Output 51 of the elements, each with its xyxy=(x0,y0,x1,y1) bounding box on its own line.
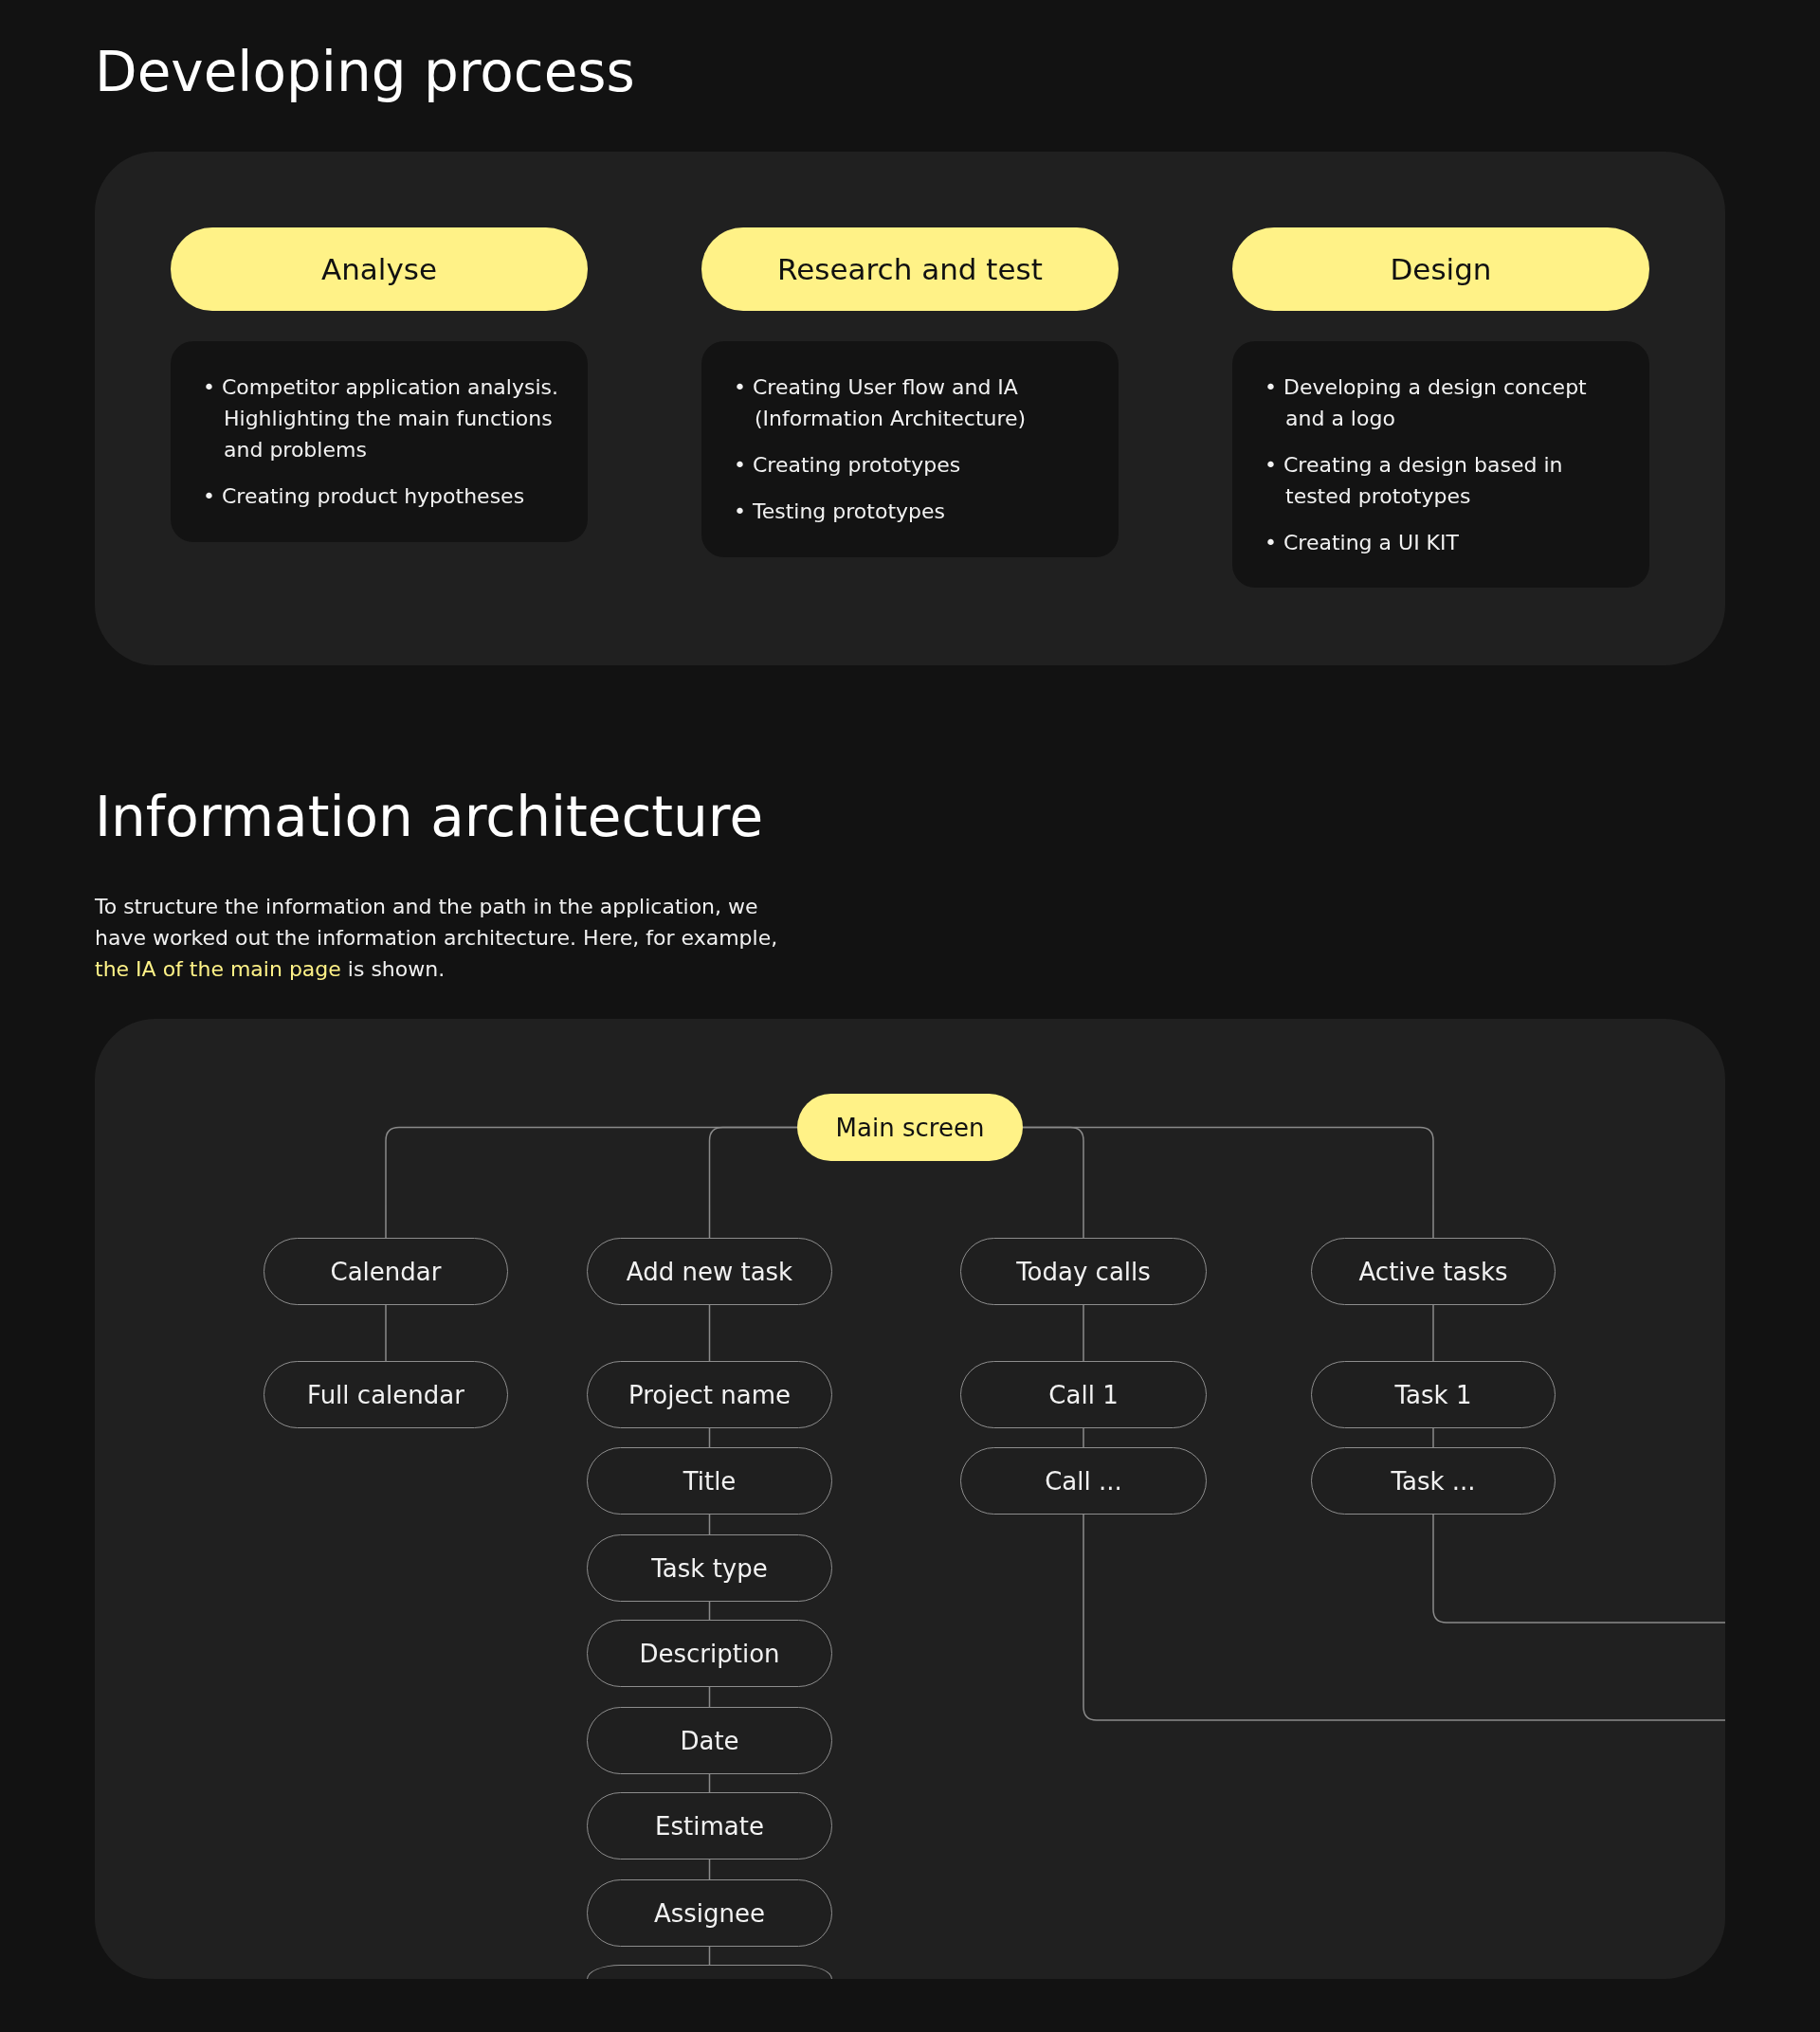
bullet-item: • Creating User flow and IA (Information Architecture) xyxy=(734,374,1028,432)
bullet-item: • Testing prototypes xyxy=(734,499,946,525)
bullet-item: • Developing a design concept and a logo xyxy=(1265,374,1588,432)
screen-pill: Add new task xyxy=(587,1238,832,1305)
screen-pill: Estimate xyxy=(587,1792,832,1860)
screen-pill: Assignee xyxy=(587,1879,832,1947)
stage-pill: Design xyxy=(1232,227,1649,311)
connector-line xyxy=(708,1427,711,1448)
screen-pill: Task 1 xyxy=(1311,1361,1556,1428)
connector-line xyxy=(708,1126,798,1239)
connector-line xyxy=(708,1304,711,1362)
bullet-item: • Competitor application analysis. Highlighting the main functions and problems xyxy=(203,374,559,463)
section-panel xyxy=(95,1019,1725,1979)
connector-line xyxy=(708,1601,711,1621)
intro-paragraph: To structure the information and the path in the application, we have worked out the information architecture. Here, for example, the IA of the main page is shown. xyxy=(95,894,779,983)
screen-pill: Project name xyxy=(587,1361,832,1428)
screen-pill: Active tasks xyxy=(1311,1238,1556,1305)
screen-pill: Call 1 xyxy=(960,1361,1207,1428)
section-heading: Information architecture xyxy=(95,785,764,849)
connector-line xyxy=(1083,1304,1084,1362)
connector-line xyxy=(385,1304,387,1362)
connector-line xyxy=(1432,1427,1434,1448)
bullet-item: • Creating product hypotheses xyxy=(203,483,526,510)
screen-pill: Task type xyxy=(587,1534,832,1602)
screen-pill: Date xyxy=(587,1707,832,1774)
bullet-item: • Creating a design based in tested prototypes xyxy=(1265,452,1564,510)
section-panel xyxy=(95,152,1725,665)
connector-line xyxy=(708,1514,711,1535)
bullet-item: • Creating a UI KIT xyxy=(1265,530,1460,556)
text-link: the IA of the main page xyxy=(95,957,341,981)
section-heading: Developing process xyxy=(95,40,635,104)
screen-pill: Today calls xyxy=(960,1238,1207,1305)
connector-line xyxy=(708,1686,711,1708)
connector-line xyxy=(708,1946,711,1966)
connector-line xyxy=(708,1773,711,1793)
screen-pill: Call ... xyxy=(960,1447,1207,1515)
connector-line xyxy=(708,1859,711,1880)
connector-line xyxy=(1432,1514,1725,1624)
connector-line xyxy=(1083,1427,1084,1448)
bullet-item: • Creating prototypes xyxy=(734,452,962,479)
screen-pill: Full calendar xyxy=(264,1361,508,1428)
screen-pill: Calendar xyxy=(264,1238,508,1305)
connector-line xyxy=(1083,1514,1725,1721)
root-pill: Main screen xyxy=(797,1094,1023,1161)
stage-pill: Research and test xyxy=(701,227,1119,311)
connector-line xyxy=(1432,1304,1434,1362)
connector-line xyxy=(1022,1126,1434,1239)
screen-pill: Description xyxy=(587,1620,832,1687)
stage-pill: Analyse xyxy=(171,227,588,311)
screen-pill: Task ... xyxy=(1311,1447,1556,1515)
screen-pill: Title xyxy=(587,1447,832,1515)
